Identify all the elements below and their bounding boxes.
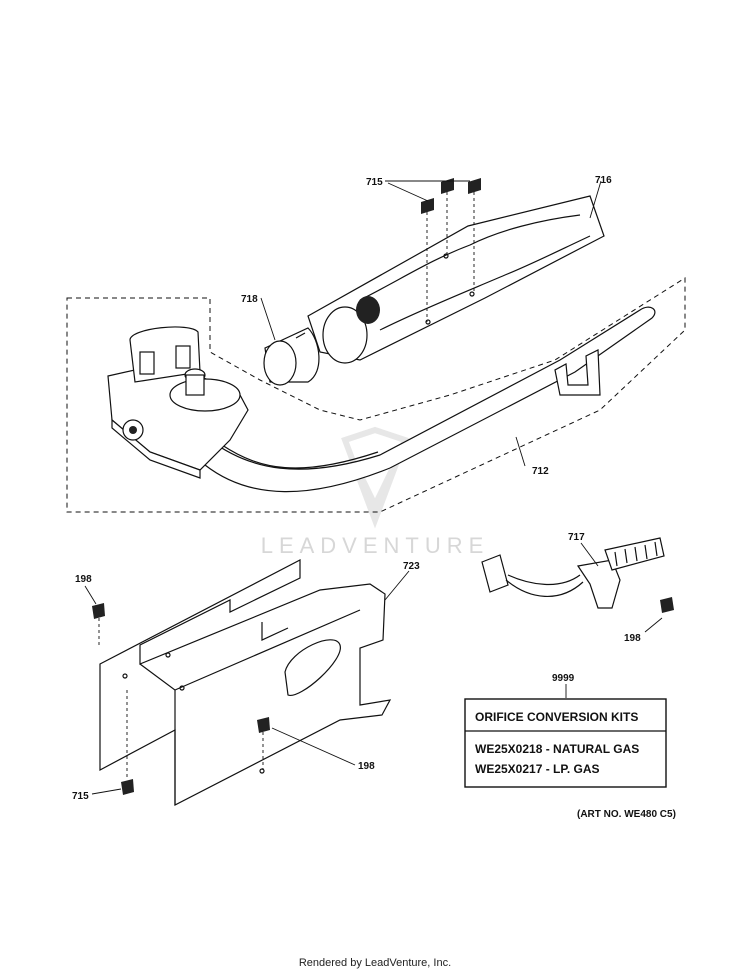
- art-number: (ART NO. WE480 C5): [577, 809, 676, 820]
- burner-housing: [99, 559, 392, 806]
- burner: [307, 195, 605, 364]
- part-label-198-right: 198: [624, 633, 641, 644]
- screw-715-housing: [121, 690, 134, 795]
- screw-715-top-b: [441, 178, 454, 256]
- screw-198-housing-center: [257, 717, 270, 770]
- valve-assembly-boundary: [66, 277, 686, 513]
- air-shutter: [263, 327, 320, 386]
- part-label-718: 718: [241, 294, 258, 305]
- part-label-717: 717: [568, 532, 585, 543]
- kit-natural-gas: WE25X0218 - NATURAL GAS: [475, 742, 639, 756]
- kit-lp-gas: WE25X0217 - LP. GAS: [475, 762, 600, 776]
- part-label-198-bottom: 198: [358, 761, 375, 772]
- watermark-logo: [341, 426, 409, 529]
- part-label-723: 723: [403, 561, 420, 572]
- igniter: [481, 537, 665, 609]
- part-label-9999: 9999: [552, 673, 575, 684]
- footer-credit: Rendered by LeadVenture, Inc.: [299, 957, 451, 969]
- part-label-198-left: 198: [75, 574, 92, 585]
- kit-box-title: ORIFICE CONVERSION KITS: [475, 710, 638, 724]
- screw-198-igniter: [660, 597, 674, 613]
- part-label-715-bottom: 715: [72, 791, 89, 802]
- orifice-kit-box: ORIFICE CONVERSION KITS WE25X0218 - NATU…: [464, 698, 667, 788]
- gas-valve: [107, 326, 249, 479]
- screw-198-housing-left: [92, 603, 105, 648]
- part-label-712: 712: [532, 466, 549, 477]
- part-label-716: 716: [595, 175, 612, 186]
- screw-715-top-c: [468, 178, 481, 294]
- leader-lines: [84, 180, 663, 795]
- part-label-715-top: 715: [366, 177, 383, 188]
- gas-manifold-tube: [204, 306, 656, 493]
- watermark-text: LEADVENTURE: [261, 533, 490, 558]
- screw-715-top-a: [421, 198, 434, 322]
